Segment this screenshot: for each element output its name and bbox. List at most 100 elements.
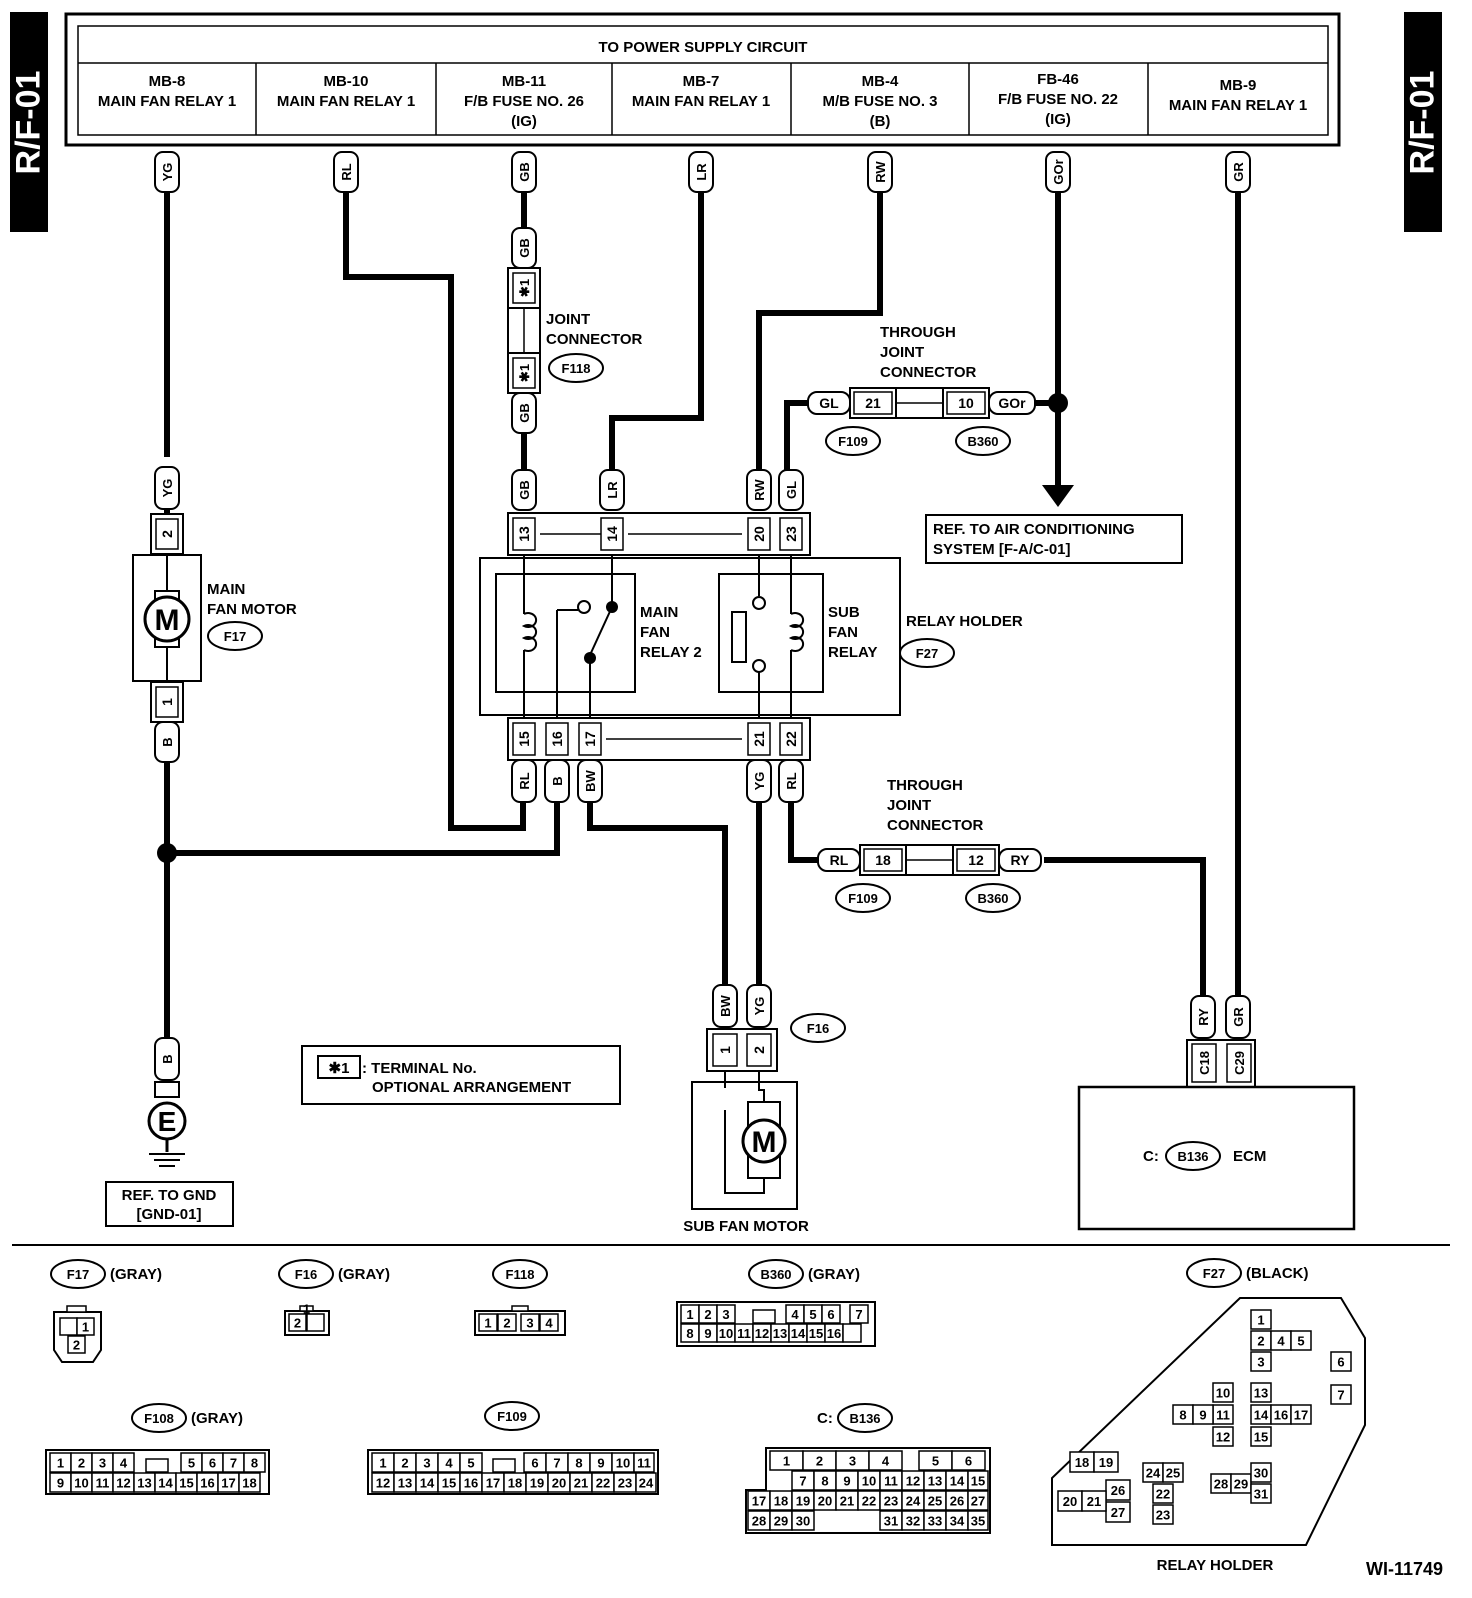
pin-15: 15 [516,731,532,747]
b136-id: B136 [1177,1149,1208,1164]
terminal-number: 7 [799,1474,806,1489]
terminal-number: 6 [965,1454,972,1469]
f17-id: F17 [224,629,246,644]
terminal-number: 3 [849,1454,856,1469]
terminal-number: 4 [791,1307,799,1322]
terminal-number: 6 [209,1456,216,1471]
terminal-number: 18 [1075,1455,1089,1470]
relay-holder-label: RELAY HOLDER [906,613,1023,630]
terminal-number: 9 [843,1474,850,1489]
terminal-number: 9 [704,1326,711,1341]
source-2-line1: MB-10 [323,73,368,90]
source-6-line1: FB-46 [1037,71,1079,88]
terminal-number: 26 [1111,1483,1125,1498]
terminal-note-l2: OPTIONAL ARRANGEMENT [372,1079,571,1096]
pin-13: 13 [516,526,532,542]
terminal-number: 19 [1099,1455,1113,1470]
terminal-number: 35 [971,1514,985,1529]
pin-23: 23 [783,526,799,542]
terminal-number: 31 [884,1514,898,1529]
ground-symbol: E [158,1106,177,1137]
cv-f118-id: F118 [506,1267,535,1282]
terminal-number: 27 [1111,1505,1125,1520]
terminal-number: 14 [420,1476,435,1491]
through-joint-top-l3: CONNECTOR [880,364,977,381]
terminal-number: 1 [379,1456,386,1471]
tag-yg-top: YG [160,163,175,182]
joint-connector-f118: GB ✱1 ✱1 GB JOINT CONNECTOR F118 [507,227,643,434]
terminal-number: 17 [752,1494,766,1509]
terminal-number: 15 [809,1326,823,1341]
terminal-number: 16 [464,1476,478,1491]
terminal-number: 10 [74,1476,88,1491]
f16-id: F16 [807,1021,829,1036]
terminal-number: 22 [1156,1487,1170,1502]
terminal-note-l1: : TERMINAL No. [362,1060,477,1077]
relay-holder-f27: GB LR RW GL 13 14 20 23 [479,469,1023,803]
figure-id: WI-11749 [1366,1559,1443,1579]
terminal-number: 1 [82,1320,89,1335]
source-1-line1: MB-8 [149,73,186,90]
pin-18-through: 18 [875,852,891,868]
terminal-number: 11 [1216,1408,1230,1423]
arrow-ac [1042,485,1074,507]
terminal-number: 17 [486,1476,500,1491]
terminal-number: 2 [704,1307,711,1322]
terminal-number: 6 [1337,1355,1344,1370]
source-3-line3: (IG) [511,113,537,130]
terminal-number: 3 [526,1316,533,1331]
terminal-number: 1 [783,1454,790,1469]
pin-c18: C18 [1197,1051,1212,1075]
terminal-number: 15 [971,1474,985,1489]
wire-junctions [157,393,1074,863]
terminal-number: 23 [618,1476,632,1491]
wire-bw [587,800,728,985]
terminal-number: 30 [1254,1466,1268,1481]
terminal-number: 4 [882,1454,890,1469]
cv-f17-color: (GRAY) [110,1266,162,1283]
f118-star-bottom: ✱1 [517,364,532,382]
ground: B E REF. TO GND [GND-01] [105,1037,234,1227]
f118-connector-id: F118 [562,361,591,376]
terminal-number: 2 [294,1316,301,1331]
terminal-number: 30 [796,1514,810,1529]
terminal-number: 25 [928,1494,942,1509]
tag-bw-17: BW [583,769,598,791]
sub-fan-relay-l2: FAN [828,624,858,641]
pin-1-motor: 1 [159,698,175,706]
terminal-number: 4 [1277,1334,1285,1349]
tag-gb-relay: GB [517,480,532,500]
terminal-number: 29 [774,1514,788,1529]
ref-ac-box: REF. TO AIR CONDITIONING SYSTEM [F-A/C-0… [925,514,1183,564]
source-3-line1: MB-11 [502,73,546,90]
b360-id-top: B360 [967,434,998,449]
tag-yg-motor: YG [160,479,175,498]
terminal-number: 3 [722,1307,729,1322]
terminal-number: 22 [596,1476,610,1491]
terminal-number: 21 [1087,1494,1101,1509]
terminal-number: 2 [1257,1334,1264,1349]
terminal-number: 14 [158,1476,173,1491]
terminal-number: 5 [467,1456,474,1471]
ecm-label: ECM [1233,1148,1266,1165]
pin-1-sub: 1 [717,1046,733,1054]
tag-lr-top: LR [694,163,709,181]
pin-16: 16 [549,731,565,747]
through-joint-bot-l2: JOINT [887,797,931,814]
main-fan-motor-label-1: MAIN [207,581,245,598]
terminal-number: 5 [809,1307,816,1322]
terminal-number: 8 [686,1326,693,1341]
pin-c29: C29 [1232,1051,1247,1075]
junction-gor [1048,393,1068,413]
tag-gb-f118-bottom: GB [517,403,532,423]
terminal-number: 24 [639,1476,654,1491]
terminal-number: 16 [200,1476,214,1491]
terminal-number: 14 [950,1474,965,1489]
terminal-number: 20 [552,1476,566,1491]
terminal-number: 2 [73,1338,80,1353]
wire-rw [756,190,883,470]
tag-rl-15: RL [517,772,532,789]
terminal-number: 1 [57,1456,64,1471]
pin-2-motor: 2 [159,530,175,538]
pin-10-top: 10 [958,395,974,411]
